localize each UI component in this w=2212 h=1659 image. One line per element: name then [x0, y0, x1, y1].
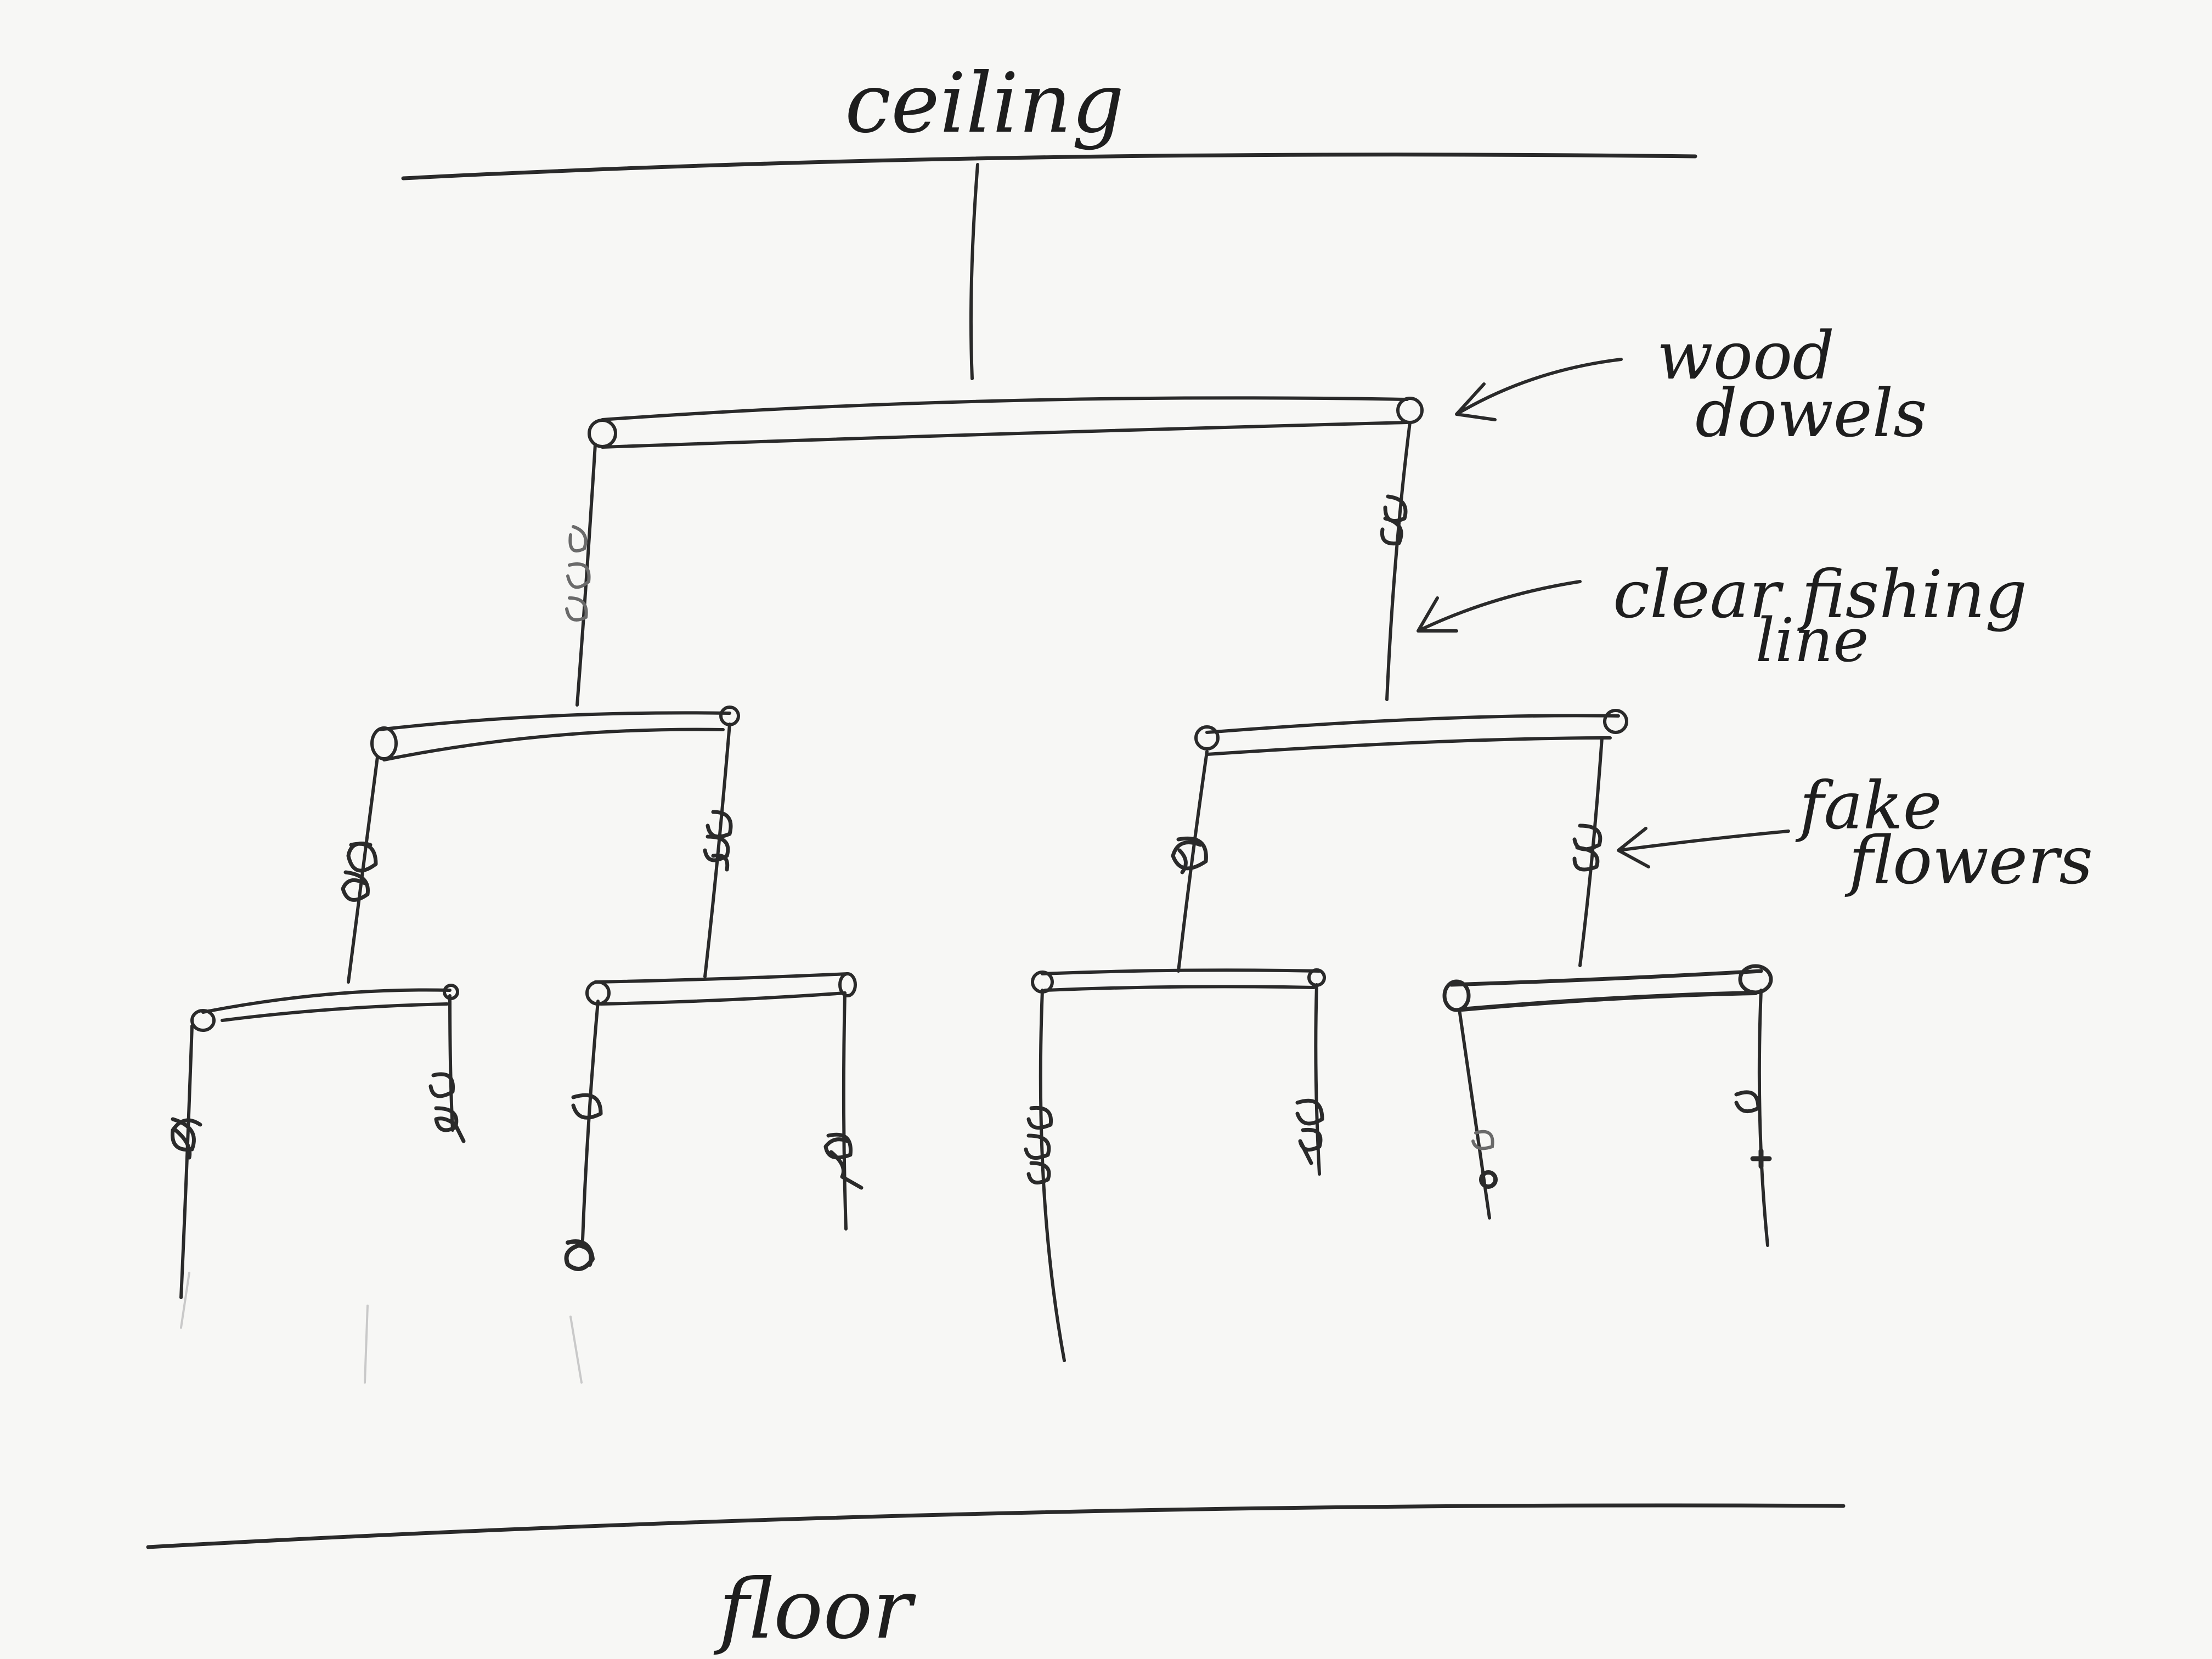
fake-flowers-label-line2: flowers [1844, 823, 2093, 899]
faint-line-tails [180, 1272, 583, 1384]
level3-dowel-1 [190, 984, 459, 1032]
level3-string-6 [1295, 983, 1324, 1176]
top-fishing-line [969, 163, 979, 380]
level2-string-1 [341, 755, 379, 984]
fishing-line-label-line2: line [1756, 605, 1869, 675]
floor-label: floor [713, 1562, 917, 1657]
fake-flowers-label-line1: fake [1795, 768, 1942, 844]
level3-string-7 [1458, 1008, 1498, 1220]
level3-string-4 [823, 991, 864, 1231]
level1-left-string [565, 443, 597, 707]
fake-flowers-arrow [1617, 827, 1790, 868]
level2-right-dowel [1194, 709, 1628, 756]
level2-string-3 [1171, 750, 1209, 973]
annotation-fishing-line: clear fishing line [1417, 557, 2027, 675]
level2-left-dowel [370, 706, 740, 761]
level3-string-1 [170, 1024, 202, 1299]
annotation-wood-dowels: wood dowels [1455, 318, 1927, 452]
wood-dowels-label-line2: dowels [1695, 376, 1927, 452]
level2-string-4 [1572, 736, 1604, 967]
level3-dowel-2 [585, 972, 857, 1006]
ceiling-label: ceiling [845, 56, 1124, 151]
fishing-line-label-line1: clear fishing [1613, 557, 2027, 633]
wood-dowels-arrow [1455, 358, 1623, 421]
wood-dowels-label-line1: wood [1657, 318, 1835, 394]
floor-line [146, 1503, 1846, 1549]
ceiling: ceiling [401, 56, 1697, 180]
level3-string-2 [428, 994, 466, 1143]
ceiling-line [401, 153, 1697, 180]
level2-string-2 [703, 723, 733, 978]
level3-dowel-3 [1031, 968, 1326, 994]
level3-string-8 [1734, 989, 1772, 1247]
level3-string-3 [564, 1000, 603, 1271]
level1-right-string [1380, 421, 1412, 701]
top-dowel [588, 396, 1424, 449]
level3-string-5 [1024, 989, 1066, 1362]
floor: floor [146, 1503, 1846, 1657]
fishing-line-arrow [1417, 580, 1582, 633]
annotation-fake-flowers: fake flowers [1617, 768, 2093, 899]
level3-dowel-4 [1442, 964, 1773, 1012]
